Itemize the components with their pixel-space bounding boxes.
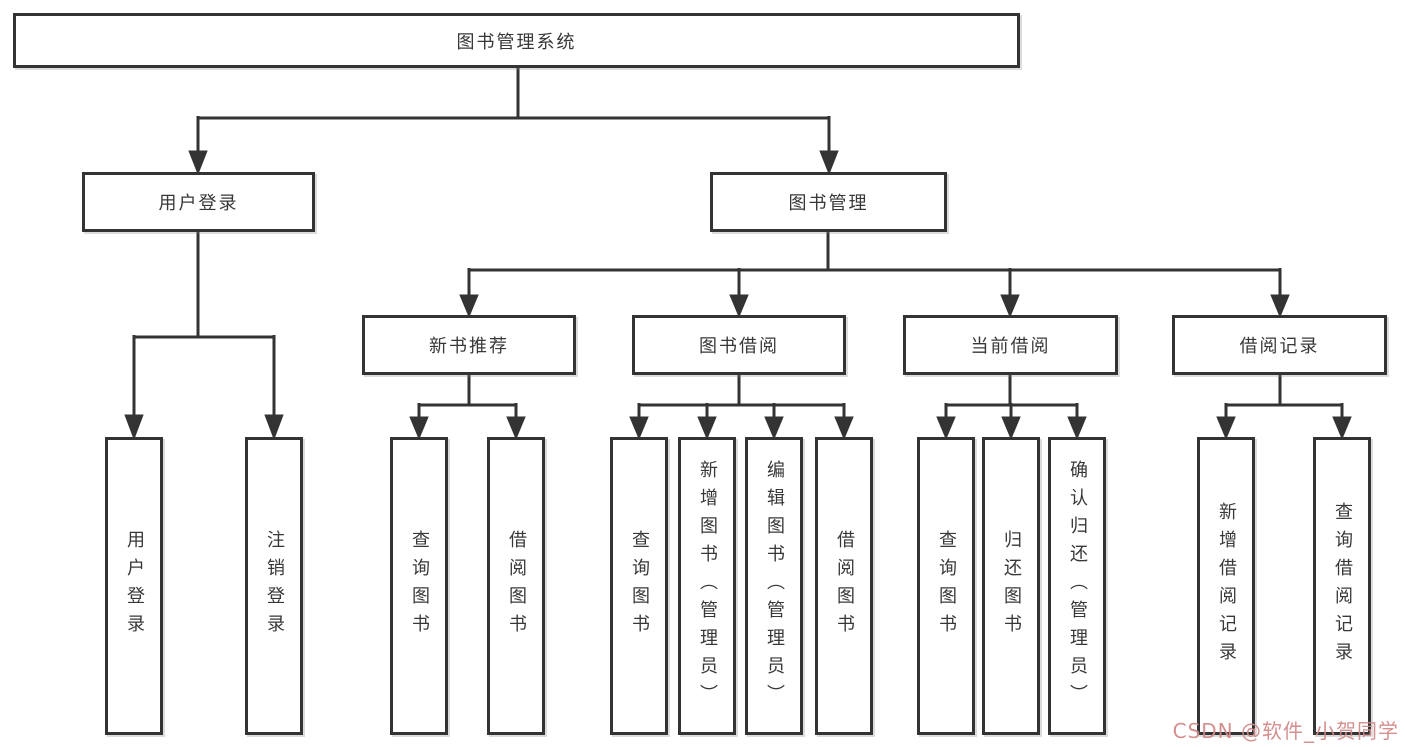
node-current-borrowing: 当前借阅 [903, 315, 1118, 375]
node-label: 确认归还（管理员） [1067, 460, 1088, 712]
node-label: 新书推荐 [429, 336, 509, 357]
leaf-query-books-recommend: 查询图书 [390, 437, 448, 735]
leaf-borrow-books-recommend: 借阅图书 [487, 437, 545, 735]
node-label: 用户登录 [124, 530, 145, 642]
node-label: 图书管理 [788, 193, 869, 214]
leaf-confirm-return-admin: 确认归还（管理员） [1048, 437, 1106, 735]
node-label: 借阅图书 [506, 530, 527, 642]
leaf-user-login: 用户登录 [105, 437, 163, 735]
csdn-watermark: CSDN @软件_小贺同学 [1172, 719, 1399, 743]
node-label: 注销登录 [264, 530, 285, 642]
node-borrowing-records: 借阅记录 [1172, 315, 1387, 375]
leaf-query-books-borrowing: 查询图书 [610, 437, 668, 735]
node-label: 新增借阅记录 [1216, 502, 1237, 670]
node-label: 查询图书 [936, 530, 957, 642]
node-label: 借阅图书 [834, 530, 855, 642]
node-library-management-system: 图书管理系统 [13, 13, 1020, 68]
node-label: 查询图书 [629, 530, 650, 642]
node-label: 查询借阅记录 [1332, 502, 1353, 670]
leaf-query-borrow-record: 查询借阅记录 [1313, 437, 1371, 735]
node-book-borrowing: 图书借阅 [632, 315, 846, 375]
leaf-edit-books-admin: 编辑图书（管理员） [745, 437, 803, 735]
node-label: 归还图书 [1001, 530, 1022, 642]
node-new-book-recommendation: 新书推荐 [362, 315, 576, 375]
node-label: 新增图书（管理员） [697, 460, 718, 712]
leaf-add-borrow-record: 新增借阅记录 [1197, 437, 1255, 735]
node-user-login: 用户登录 [82, 172, 315, 232]
node-label: 查询图书 [409, 530, 430, 642]
node-label: 当前借阅 [970, 336, 1051, 357]
node-book-management: 图书管理 [710, 172, 947, 232]
node-label: 编辑图书（管理员） [764, 460, 785, 712]
leaf-add-books-admin: 新增图书（管理员） [678, 437, 736, 735]
node-label: 借阅记录 [1239, 336, 1320, 357]
node-label: 图书管理系统 [456, 31, 577, 53]
leaf-logout: 注销登录 [245, 437, 303, 735]
leaf-borrow-books-borrowing: 借阅图书 [815, 437, 873, 735]
leaf-query-books-current: 查询图书 [917, 437, 975, 735]
node-label: 图书借阅 [699, 336, 779, 357]
leaf-return-books: 归还图书 [982, 437, 1040, 735]
node-label: 用户登录 [158, 193, 239, 214]
